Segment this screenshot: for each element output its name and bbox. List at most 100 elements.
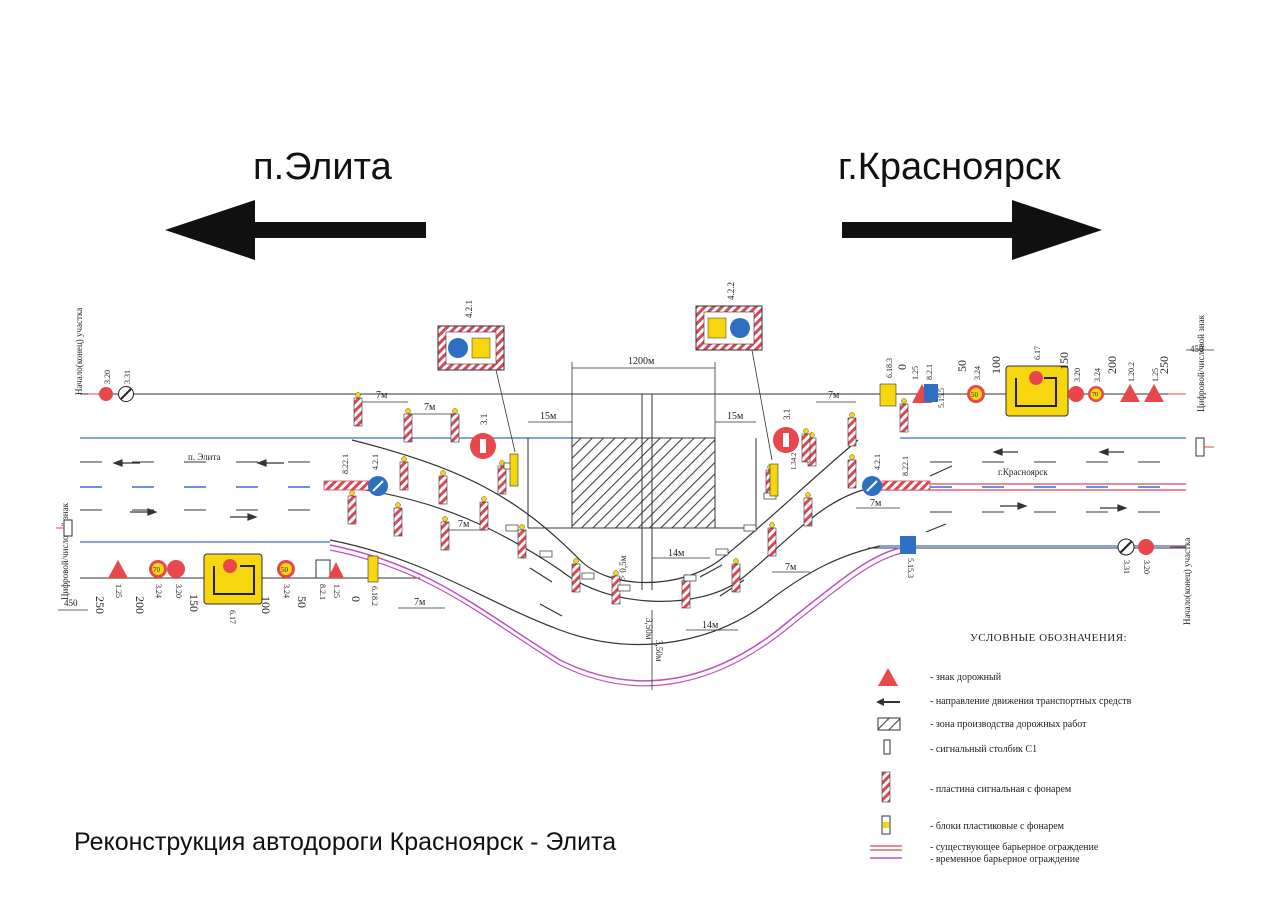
lane-label-lower: г.Красноярск — [998, 467, 1048, 477]
legend-item: - зона производства дорожных работ — [930, 719, 1087, 730]
signal-plate — [571, 563, 581, 593]
barrier-bar-left — [323, 480, 375, 491]
no-entry-sign-right — [773, 427, 799, 453]
signal-post — [581, 572, 595, 580]
dim-14-b: 14м — [702, 620, 719, 631]
plate-lamp-icon — [355, 392, 361, 398]
distance-marks-bottom: 250 200 150 100 50 0 — [93, 594, 363, 614]
legend-title: УСЛОВНЫЕ ОБОЗНАЧЕНИЯ: — [970, 632, 1128, 644]
signal-plate — [847, 417, 857, 447]
svg-text:3.24: 3.24 — [973, 366, 982, 380]
svg-text:1.25: 1.25 — [332, 584, 341, 598]
plastic-block — [769, 463, 779, 497]
signal-plate — [847, 459, 857, 489]
plastic-block — [509, 453, 519, 487]
plate-lamp-icon — [803, 428, 809, 434]
svg-text:1.25: 1.25 — [114, 584, 123, 598]
svg-text:5.15.5: 5.15.5 — [937, 388, 946, 408]
dim-lane-b: 3,50м — [654, 640, 664, 662]
legend-item: - направление движения транспортных сред… — [930, 696, 1132, 707]
speed-value-70-bottom: 70 — [153, 566, 161, 574]
no-entry-sign-left — [470, 433, 496, 459]
sign-6-18-2-icon — [367, 555, 379, 583]
plate-lamp-icon — [395, 502, 401, 508]
plate-lamp-icon — [440, 470, 446, 476]
traffic-arrows — [112, 448, 1128, 617]
sign-label-3-1-left: 3.1 — [479, 414, 489, 425]
dim-450-right: 450 — [1190, 344, 1204, 354]
traffic-arrow-right-icon — [130, 508, 158, 516]
svg-text:5.15.3: 5.15.3 — [906, 558, 915, 578]
dim-offset: > 0,5м — [618, 555, 628, 580]
traffic-arrow-right-icon — [1100, 504, 1128, 512]
svg-text:3.20: 3.20 — [103, 370, 112, 384]
sign-label-1-34-2: 1.34.2 — [790, 452, 798, 470]
plate-lamp-icon — [805, 492, 811, 498]
legend-item: - существующее барьерное ограждение — [930, 842, 1099, 853]
road-works-triangle-icon — [1144, 384, 1164, 402]
signal-post — [743, 524, 757, 532]
end-marker-right — [1195, 437, 1205, 457]
work-zone — [571, 437, 716, 529]
svg-text:8.2.1: 8.2.1 — [318, 584, 327, 600]
signal-post — [715, 548, 729, 556]
signal-plate — [403, 413, 413, 443]
dimension-lines — [358, 362, 900, 690]
plate-lamp-icon — [452, 408, 458, 414]
start-label-right: Начало(конец) участка — [1182, 538, 1192, 625]
plate-lamp-icon — [481, 496, 487, 502]
traffic-arrow-diag-icon — [929, 465, 953, 477]
legend-item: - пластина сигнальная с фонарем — [930, 784, 1072, 795]
traffic-arrow-diag-icon — [699, 564, 723, 578]
barrier-bar-right — [881, 480, 931, 491]
signal-plate — [517, 529, 527, 559]
svg-text:0: 0 — [895, 364, 909, 370]
dim-14-a: 14м — [668, 548, 685, 559]
signal-plate — [399, 461, 409, 491]
signal-plate — [767, 527, 777, 557]
coord-label-right: Цифровой/числовой знак — [1196, 314, 1206, 412]
bottom-left-sign-row: 70 50 — [108, 553, 379, 605]
dim-7-c: 7м — [828, 390, 840, 401]
warning-triangle-icon — [328, 562, 344, 578]
signal-plate — [479, 501, 489, 531]
distance-marks-top: 0 50 100 150 200 250 — [895, 352, 1171, 374]
road-lines — [80, 393, 1186, 687]
svg-text:150: 150 — [187, 594, 201, 612]
plate-lamp-icon — [733, 558, 739, 564]
svg-text:0: 0 — [349, 596, 363, 602]
lane-label-upper: п. Элита — [188, 452, 220, 462]
plate-lamp-icon — [901, 398, 907, 404]
sign-code-labels: 3.20 3.31 6.18.3 1.25 8.2.1 5.15.5 3.24 … — [103, 346, 1160, 624]
svg-text:200: 200 — [133, 596, 147, 614]
traffic-arrow-left-icon — [992, 448, 1018, 456]
overtaking-ban-icon — [167, 560, 185, 578]
sign-label-3-1-right: 3.1 — [782, 409, 792, 420]
legend-item: - блоки пластиковые с фонарем — [930, 821, 1065, 832]
dim-buffer-right: 15м — [727, 411, 744, 422]
svg-text:3.20: 3.20 — [1142, 560, 1151, 574]
traffic-arrow-diag-icon — [529, 567, 553, 583]
sign-label-4-2-1-right: 4.2.1 — [873, 454, 882, 470]
svg-text:6.18.3: 6.18.3 — [885, 358, 894, 378]
signal-plate — [353, 397, 363, 427]
signal-plate — [801, 433, 811, 463]
signal-plate — [497, 465, 507, 495]
svg-text:250: 250 — [93, 596, 107, 614]
svg-text:3.31: 3.31 — [123, 370, 132, 384]
legend-item: - сигнальный столбик С1 — [930, 744, 1038, 755]
dim-7-g: 7м — [785, 562, 797, 573]
arrow-right-icon — [842, 200, 1102, 260]
svg-text:100: 100 — [259, 596, 273, 614]
top-sign-row: 50 70 — [879, 365, 1186, 417]
signal-posts — [503, 453, 779, 592]
sign-board-4-2-2 — [695, 305, 763, 351]
svg-text:50: 50 — [295, 596, 309, 608]
svg-text:200: 200 — [1105, 356, 1119, 374]
sign-label-4-2-2-top: 4.2.2 — [726, 282, 736, 300]
legend-item: - временное барьерное ограждение — [930, 854, 1080, 865]
plate-lamp-icon — [613, 570, 619, 576]
overtaking-ban-icon — [1068, 386, 1084, 402]
signal-post — [683, 574, 697, 582]
